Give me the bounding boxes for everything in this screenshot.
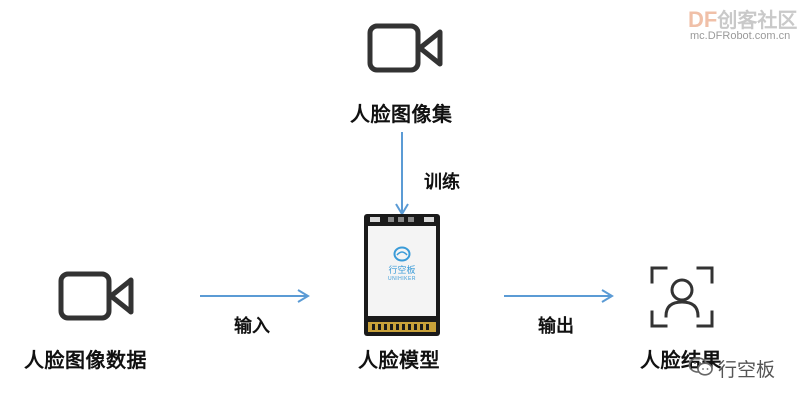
watermark-brand-rest: 创客社区 [717,8,798,32]
screen-brand-cn: 行空板 [388,266,416,276]
unihiker-board-icon [364,214,440,336]
unihiker-logo-icon [393,246,411,262]
edge-input-label: 输入 [234,316,270,337]
node-model-label: 人脸模型 [358,348,440,372]
input-arrow [198,288,310,304]
wechat-account-name: 行空板 [718,359,776,381]
edge-train-label: 训练 [424,172,460,193]
edge-output-label: 输出 [538,316,574,337]
watermark-brand: DF创客社区 [688,4,797,33]
output-arrow [502,288,614,304]
watermark-url: mc.DFRobot.com.cn [690,30,791,42]
watermark-brand-prefix: DF [688,7,718,32]
screen-brand-en: UNIHIKER [388,276,416,282]
node-input-data-label: 人脸图像数据 [24,348,147,372]
video-camera-icon [57,270,135,322]
node-dataset-label: 人脸图像集 [350,102,453,126]
wechat-icon [688,356,714,378]
face-scan-icon [650,266,714,328]
train-arrow [394,130,410,220]
video-camera-icon [366,22,444,74]
